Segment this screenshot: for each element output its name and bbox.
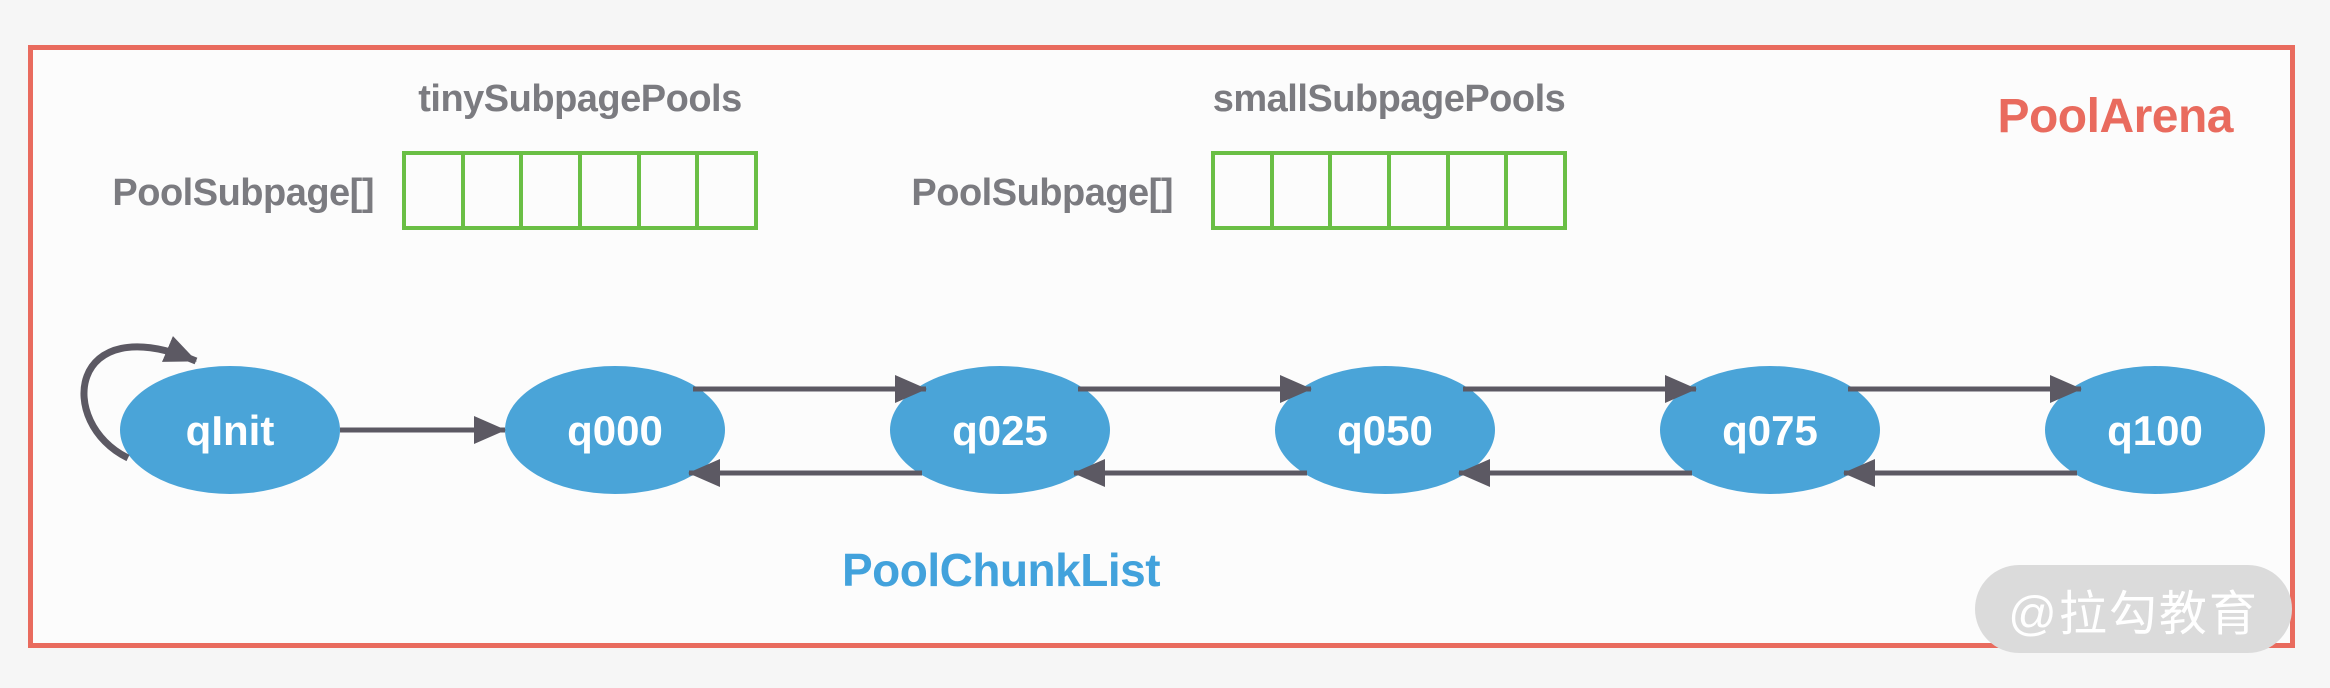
qinit-self-loop-arrow <box>80 336 198 462</box>
subpage-pool-cell <box>1391 151 1450 230</box>
chunk-node-label: qInit <box>186 407 275 454</box>
pool-chunk-list-diagram: qInit q000 q025 q050 q075 q100 <box>80 336 2265 494</box>
subpage-pool-cell <box>402 151 465 230</box>
subpage-pool-cell <box>464 151 524 230</box>
pool-chunk-list-label: PoolChunkList <box>841 544 1161 596</box>
pool-subpage-array-label-small: PoolSubpage[] <box>911 172 1173 214</box>
subpage-pool-cell <box>1508 151 1568 230</box>
tiny-subpage-pools-grid <box>402 151 759 230</box>
watermark-text: @拉勾教育 <box>2008 588 2259 641</box>
chunk-node-q050 <box>1275 366 1495 494</box>
chunk-node-qinit <box>120 366 340 494</box>
pool-arena-frame: tinySubpagePools PoolSubpage[] smallSubp… <box>28 45 2295 648</box>
chunk-node-label: q000 <box>567 407 663 454</box>
subpage-pool-cell <box>640 151 700 230</box>
subpage-pool-cell <box>1273 151 1333 230</box>
pool-arena-title: PoolArena <box>1997 90 2233 143</box>
subpage-pool-cell <box>523 151 583 230</box>
subpage-pool-cell <box>1211 151 1274 230</box>
small-subpage-pools-grid <box>1211 151 1568 230</box>
chunk-node-q000 <box>505 366 725 494</box>
subpage-pool-cell <box>699 151 759 230</box>
chunk-node-label: q050 <box>1337 407 1433 454</box>
pool-subpage-array-label-tiny: PoolSubpage[] <box>112 172 374 214</box>
subpage-pool-cell <box>582 151 641 230</box>
chunk-node-label: q100 <box>2107 407 2203 454</box>
subpage-pool-cell <box>1332 151 1392 230</box>
watermark-badge: @拉勾教育 <box>1975 565 2292 653</box>
chunk-node-label: q075 <box>1722 407 1818 454</box>
chunk-node-q025 <box>890 366 1110 494</box>
chunk-node-q075 <box>1660 366 1880 494</box>
chunk-node-q100 <box>2045 366 2265 494</box>
small-subpage-pools-header: smallSubpagePools <box>1212 78 1566 120</box>
chunk-node-label: q025 <box>952 407 1048 454</box>
tiny-subpage-pools-header: tinySubpagePools <box>418 78 742 120</box>
subpage-pool-cell <box>1449 151 1509 230</box>
